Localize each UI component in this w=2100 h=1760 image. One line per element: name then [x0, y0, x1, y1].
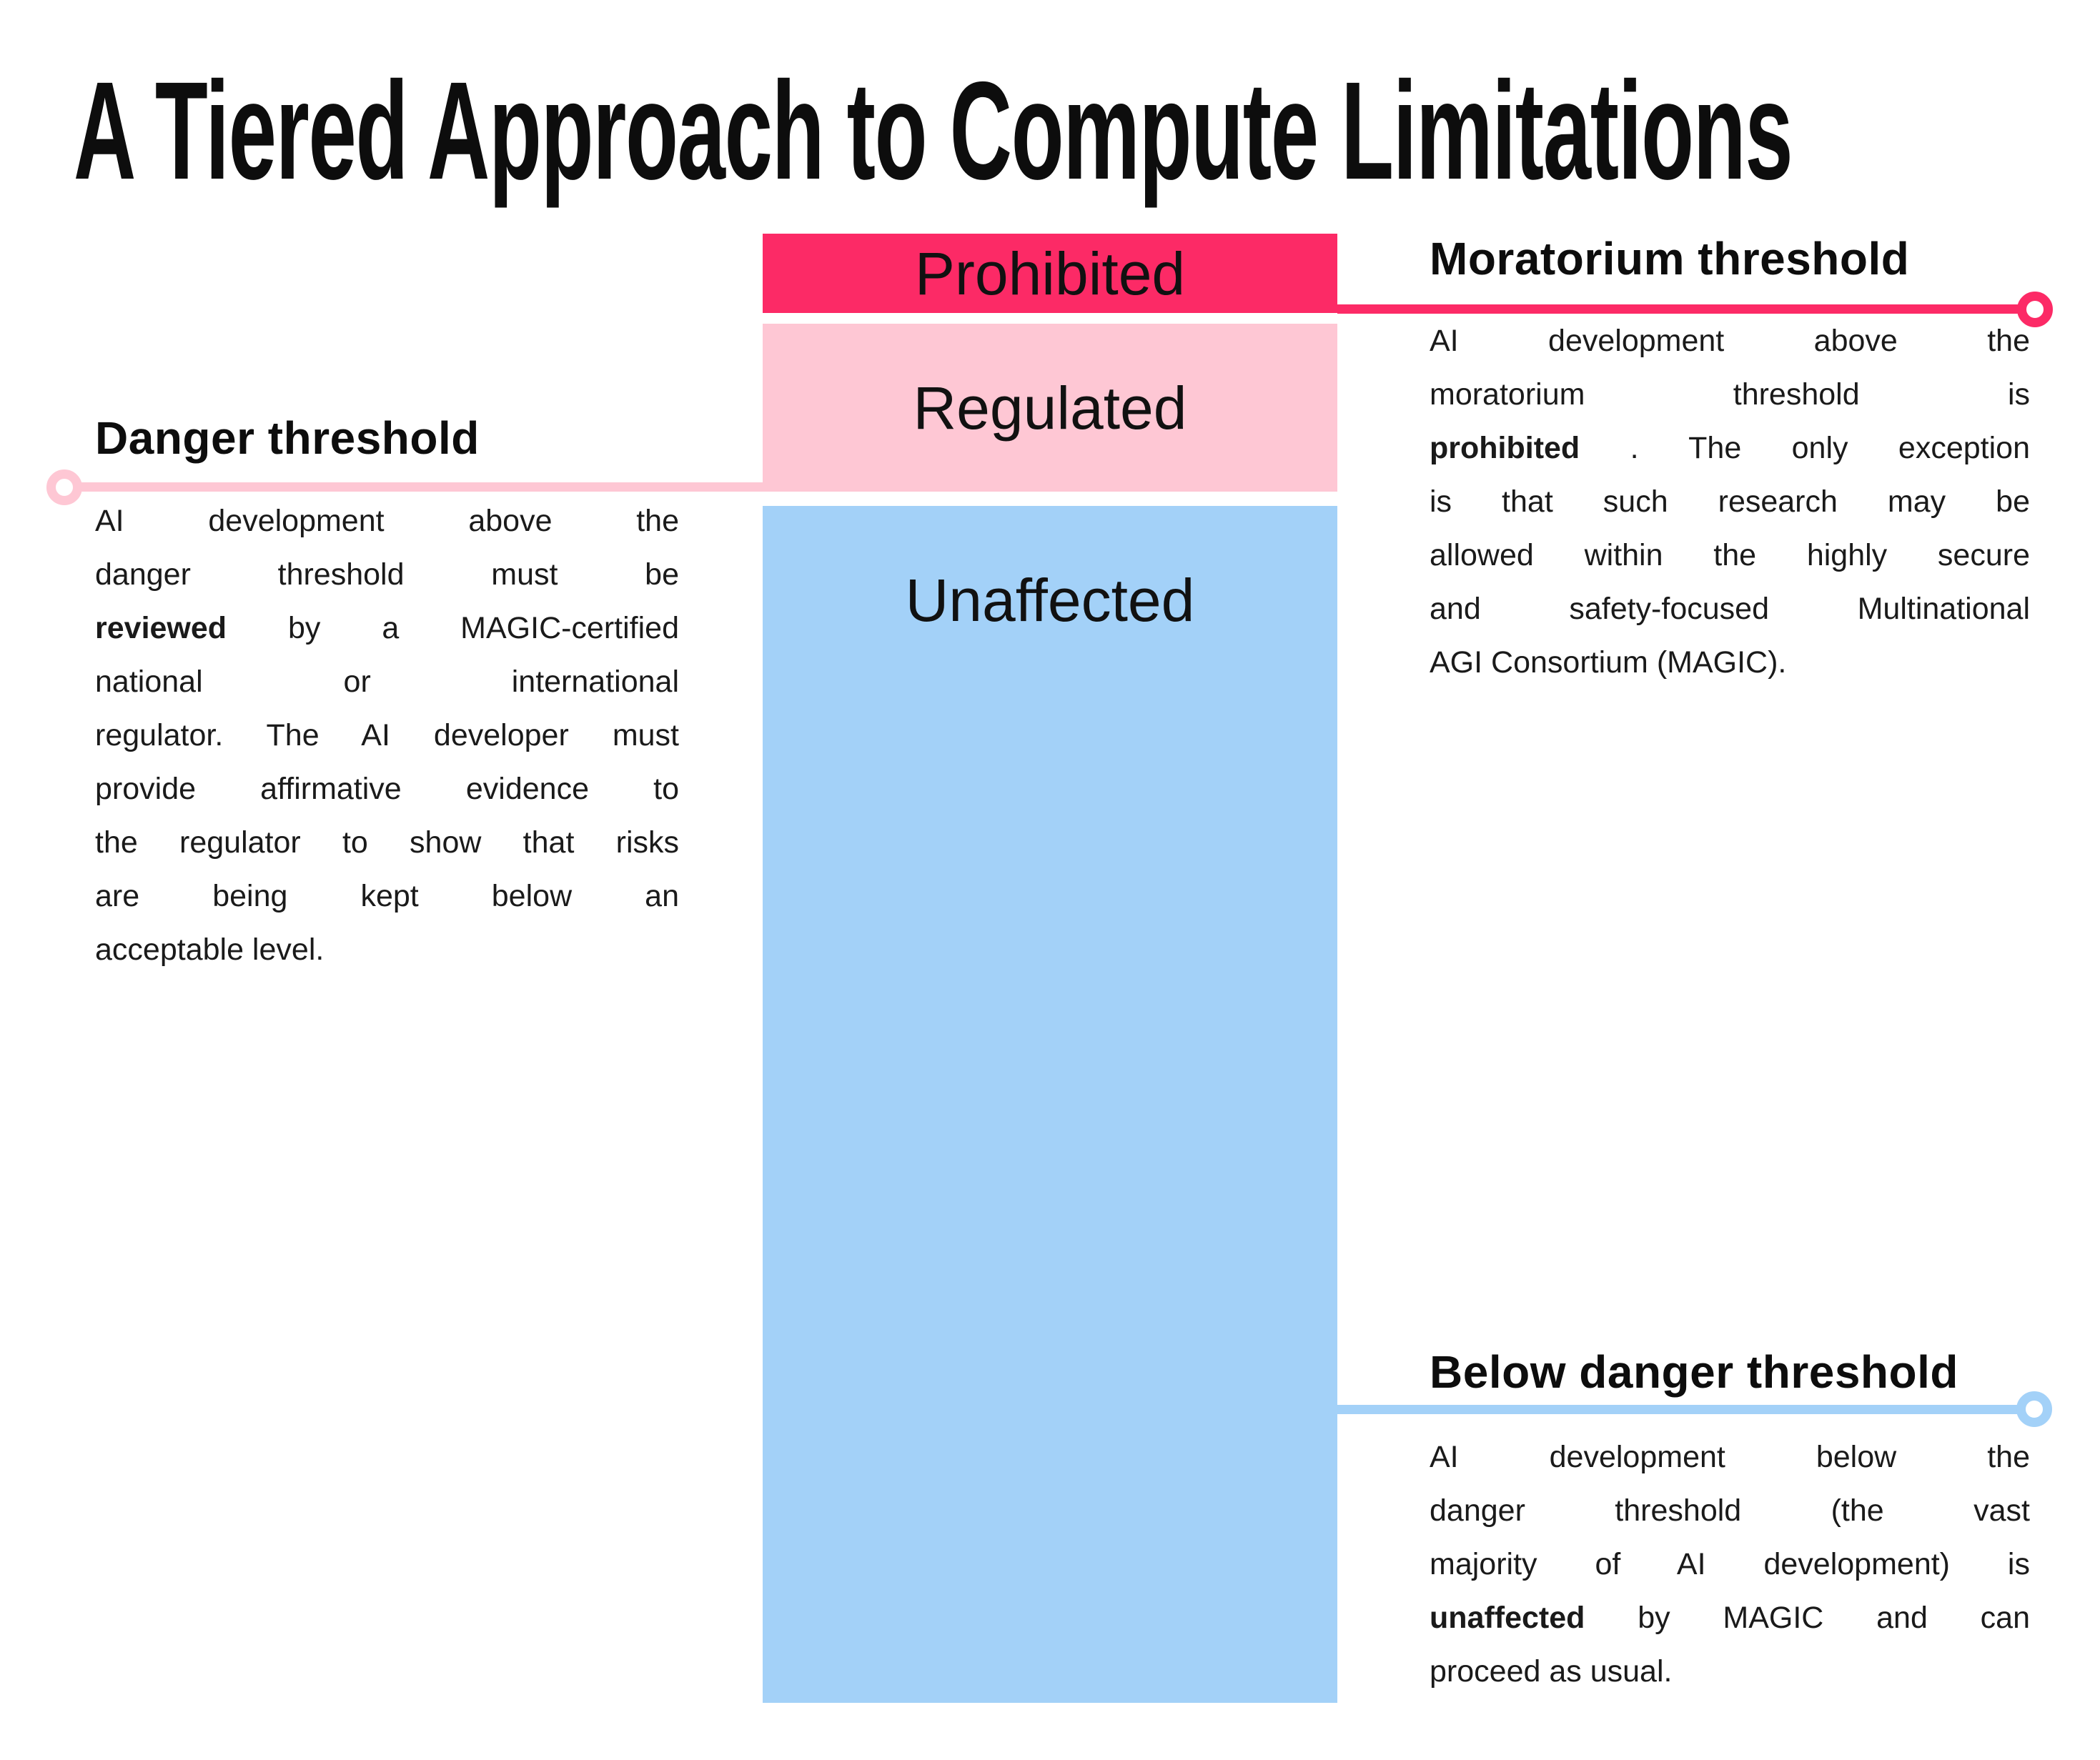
page-title: A Tiered Approach to Compute Limitations: [74, 53, 1793, 209]
danger-threshold-line: [81, 482, 763, 492]
tier-bar-unaffected: Unaffected: [763, 506, 1337, 1703]
below-danger-threshold-heading: Below danger threshold: [1430, 1346, 1958, 1398]
tier-bar-regulated: Regulated: [763, 324, 1337, 492]
danger-threshold-ring-icon: [46, 469, 82, 505]
danger-threshold-heading: Danger threshold: [95, 412, 480, 464]
moratorium-threshold-line: [1337, 304, 2019, 314]
tier-label-unaffected: Unaffected: [905, 567, 1195, 634]
tier-bar-prohibited: Prohibited: [763, 234, 1337, 313]
tier-label-regulated: Regulated: [913, 374, 1187, 442]
below-danger-threshold-ring-icon: [2016, 1391, 2052, 1427]
tier-label-prohibited: Prohibited: [914, 239, 1186, 307]
below-danger-threshold-line: [1337, 1405, 2018, 1414]
moratorium-threshold-heading: Moratorium threshold: [1430, 233, 1910, 284]
